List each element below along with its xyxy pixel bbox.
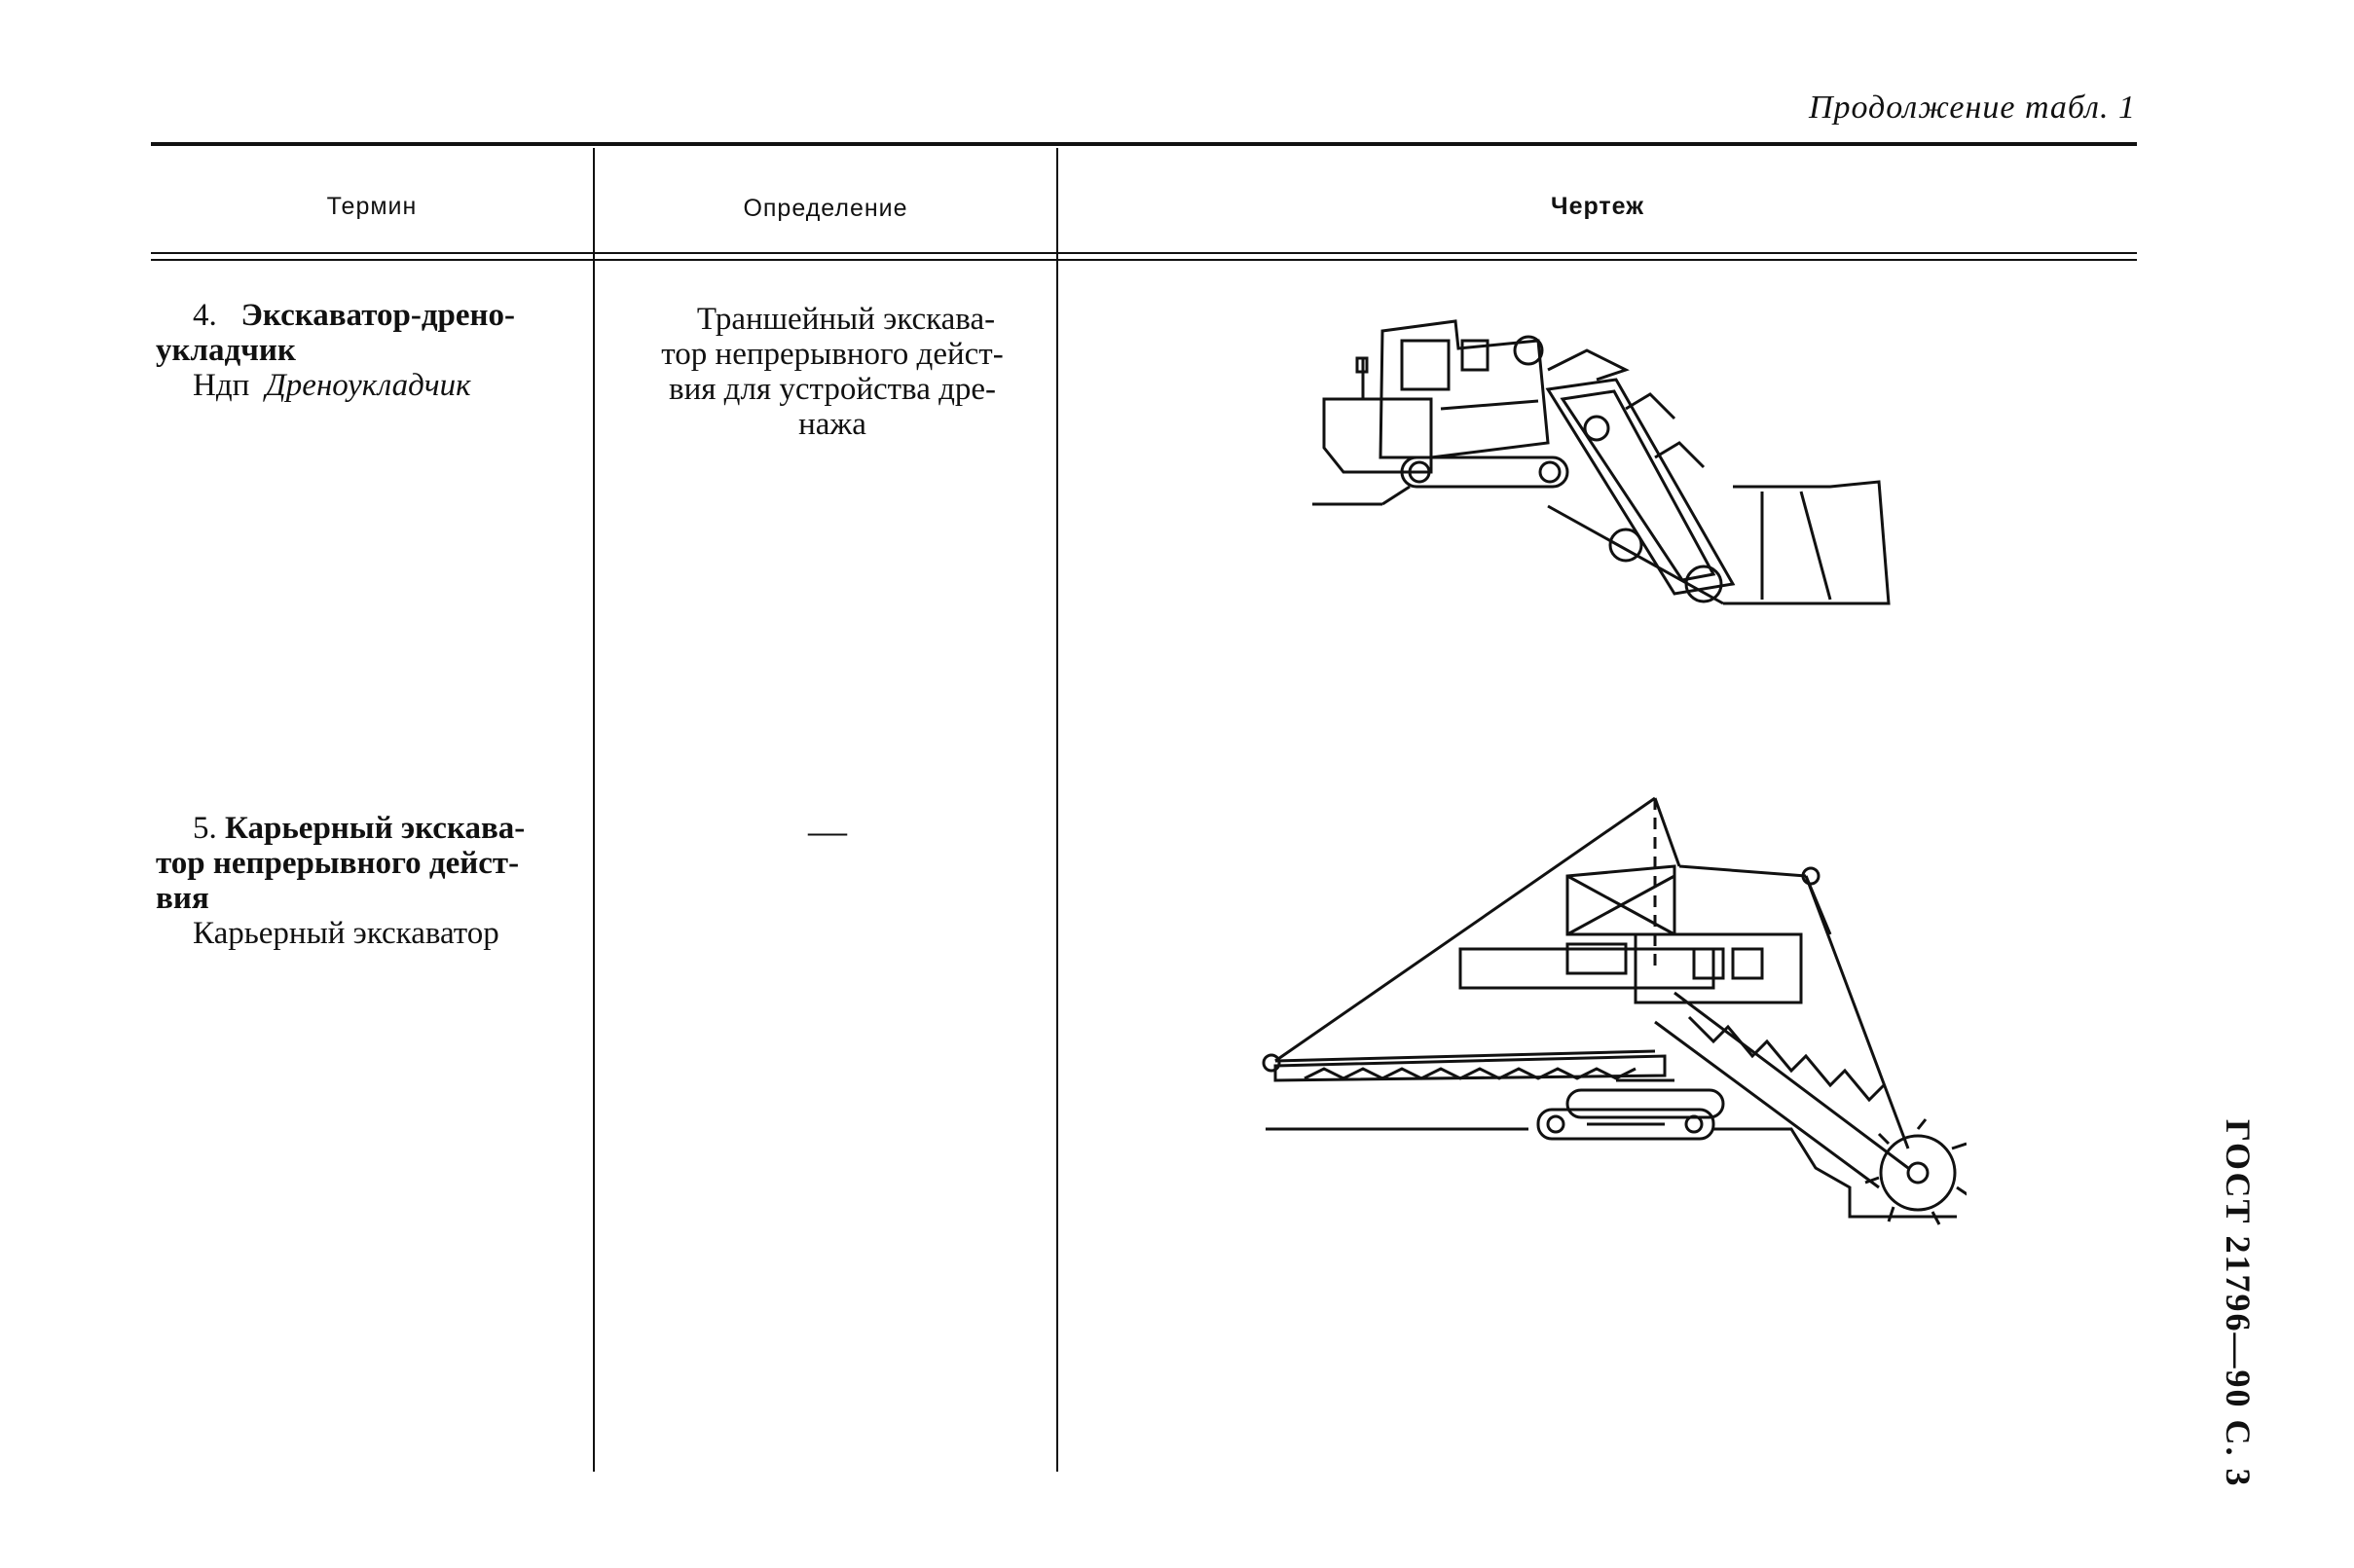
term-number: 4. bbox=[193, 298, 217, 333]
term-row-4: 4. Экскаватор-дрено- укладчик Ндп Дреноу… bbox=[156, 298, 584, 403]
column-header-definition: Определение bbox=[743, 195, 908, 222]
column-separator-2 bbox=[1056, 148, 1058, 1472]
definition-dash: — bbox=[808, 809, 847, 853]
header-bottom-rule bbox=[151, 252, 2137, 254]
term-name-line-2: укладчик bbox=[156, 333, 296, 368]
ndp-label: Ндп bbox=[193, 368, 250, 403]
gost-page-label: ГОСТ 21796—90 С. 3 bbox=[2219, 1119, 2258, 1488]
definition-row-4: Траншейный экскава- тор непрерывного дей… bbox=[633, 302, 1032, 442]
term-row-5: 5. Карьерный экскава- тор непрерывного д… bbox=[156, 811, 584, 951]
table-continuation-caption: Продолжение табл. 1 bbox=[1808, 90, 2136, 126]
ndp-term: Дреноукладчик bbox=[265, 368, 471, 403]
definition-line: Траншейный экскава- bbox=[696, 302, 996, 337]
definition-line: вия для устройства дре- bbox=[668, 372, 997, 407]
term-name-line-1: Экскаватор-дрено- bbox=[240, 298, 516, 333]
term-name-line-2: тор непрерывного дейст- bbox=[156, 846, 520, 881]
column-header-drawing: Чертеж bbox=[1551, 193, 1644, 220]
header-bottom-rule-2 bbox=[151, 259, 2137, 261]
definition-line: тор непрерывного дейст- bbox=[661, 337, 1004, 372]
table-top-rule bbox=[151, 142, 2137, 146]
term-name-line-1: Карьерный экскава- bbox=[225, 811, 526, 846]
bucket-wheel-excavator-drawing-icon bbox=[1262, 796, 1967, 1225]
column-header-term: Термин bbox=[326, 193, 418, 220]
term-number: 5. bbox=[193, 811, 217, 846]
definition-line: нажа bbox=[798, 407, 866, 442]
short-term: Карьерный экскаватор bbox=[193, 916, 499, 951]
column-separator-1 bbox=[593, 148, 595, 1472]
trench-excavator-drawing-icon bbox=[1312, 319, 1891, 605]
term-name-line-3: вия bbox=[156, 881, 209, 916]
